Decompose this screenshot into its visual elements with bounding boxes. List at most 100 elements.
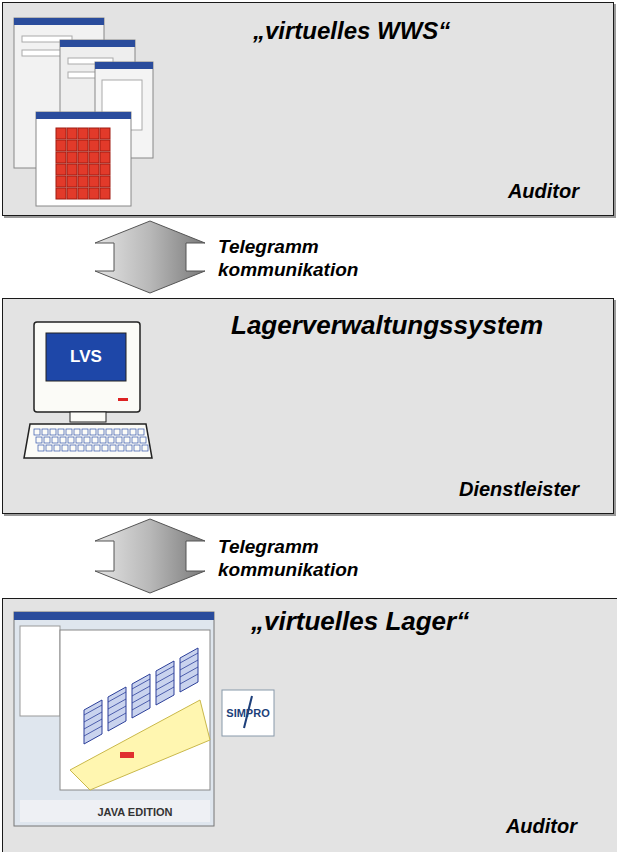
key (110, 445, 116, 451)
shelf-cell (78, 164, 88, 175)
shelf-cell (100, 152, 110, 163)
simulation-screenshot (14, 612, 274, 826)
band-title: „virtuelles Lager“ (251, 607, 469, 637)
title-bar (36, 112, 131, 119)
key (42, 429, 48, 435)
window (14, 612, 214, 826)
shelf-cell (100, 176, 110, 187)
panel (20, 626, 60, 716)
system-band: „virtuelles Lager“ Auditor (2, 598, 617, 852)
key (94, 445, 100, 451)
monitor (34, 322, 140, 412)
edition-text: JAVA EDITION (60, 804, 210, 820)
shelf-cell (100, 140, 110, 151)
key (82, 429, 88, 435)
key (98, 429, 104, 435)
key (140, 437, 146, 443)
band-owner: Auditor (506, 815, 577, 838)
shelf-cell (67, 140, 77, 151)
rack-shelf (132, 679, 150, 689)
shelf-cell (100, 188, 110, 199)
rack (180, 648, 198, 692)
power-led (118, 398, 128, 401)
rack (156, 661, 174, 705)
band-fill (2, 2, 614, 216)
key (78, 445, 84, 451)
system-band: LagerverwaltungssystemDienstleister (2, 298, 614, 514)
key (86, 445, 92, 451)
shelf-cell (78, 152, 88, 163)
key (126, 445, 132, 451)
shelf-cell (56, 140, 66, 151)
key (50, 429, 56, 435)
shelf-cell (78, 128, 88, 139)
rack-shelf (156, 666, 174, 676)
band-owner: Dienstleister (459, 478, 579, 501)
key (68, 437, 74, 443)
key (142, 445, 148, 451)
key (60, 437, 66, 443)
rack (108, 687, 126, 731)
screen (46, 333, 126, 381)
shelf-cell (89, 152, 99, 163)
key (36, 437, 42, 443)
screenshot-windows (14, 18, 153, 206)
shelf-cell (56, 176, 66, 187)
key (118, 445, 124, 451)
title-bar (95, 62, 153, 69)
band-fill (2, 298, 614, 514)
shelf-cell (100, 128, 110, 139)
shelf-cell (89, 188, 99, 199)
band-title: Lagerverwaltungssystem (231, 311, 543, 341)
key (124, 437, 130, 443)
key (114, 429, 120, 435)
shelf-cell (78, 140, 88, 151)
key (74, 429, 80, 435)
screen-label: LVS (46, 333, 126, 381)
shelf-cell (89, 128, 99, 139)
rack-shelf (84, 705, 102, 715)
shelf-cell (67, 176, 77, 187)
shelf-cell (67, 152, 77, 163)
shelf-cell (89, 140, 99, 151)
rack-shelf (180, 653, 198, 663)
shelf-cell (67, 188, 77, 199)
key (58, 429, 64, 435)
key (46, 445, 52, 451)
key (34, 429, 40, 435)
rack (84, 700, 102, 744)
window (36, 112, 131, 206)
shelf-cell (67, 164, 77, 175)
shelf-cell (56, 188, 66, 199)
key (130, 429, 136, 435)
monitor-foot (70, 412, 106, 422)
rack-shelf (108, 692, 126, 702)
keyboard (24, 424, 152, 458)
view (60, 630, 210, 790)
status-bar (20, 800, 210, 822)
key (90, 429, 96, 435)
system-band: „virtuelles WWS“Auditor (2, 2, 614, 216)
key (100, 437, 106, 443)
title-bar (60, 40, 135, 47)
key (44, 437, 50, 443)
edge-label: Telegramm kommunikation (218, 236, 393, 282)
block-arrow (95, 519, 205, 593)
key (102, 445, 108, 451)
key (122, 429, 128, 435)
key (62, 445, 68, 451)
key (106, 429, 112, 435)
key (84, 437, 90, 443)
key (134, 445, 140, 451)
shelf-cell (78, 176, 88, 187)
key (70, 445, 76, 451)
block-arrow (95, 221, 205, 293)
keyboard-keys (34, 429, 148, 451)
shelf-cell (89, 176, 99, 187)
shelf-cell (89, 164, 99, 175)
key (52, 437, 58, 443)
shelf-cell (56, 128, 66, 139)
key (108, 437, 114, 443)
